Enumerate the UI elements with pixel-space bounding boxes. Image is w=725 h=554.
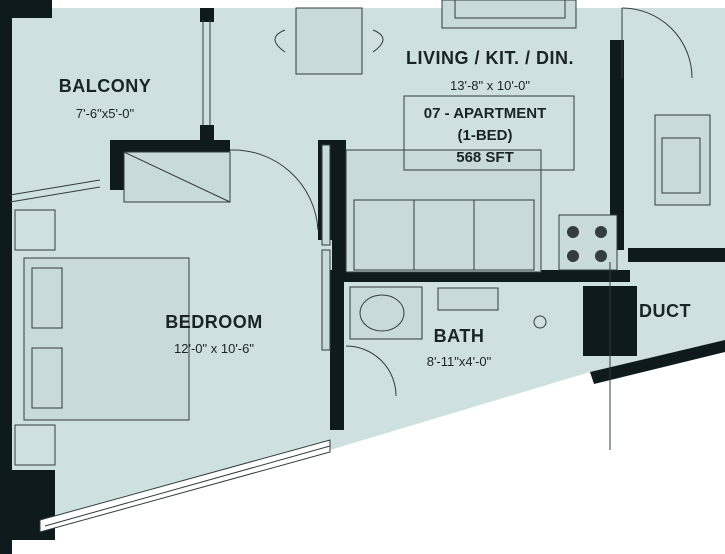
bottom-glazing	[39, 340, 725, 533]
kitchen-sink	[654, 114, 711, 206]
shower-head	[533, 315, 547, 329]
bath-dims: 8'-11"x4'-0"	[427, 354, 492, 369]
sofa	[345, 149, 542, 273]
bedroom-dims: 12'-0" x 10'-6"	[174, 341, 254, 356]
apartment-box	[403, 95, 575, 171]
bed	[23, 257, 190, 421]
duct-name: DUCT	[639, 301, 691, 321]
bath-vanity	[349, 286, 423, 340]
closet	[123, 151, 231, 203]
apartment-unit: 07 - APARTMENT	[424, 105, 547, 122]
tv-unit	[441, 0, 577, 29]
nightstands	[14, 209, 56, 466]
bath-name: BATH	[434, 326, 485, 346]
apartment-area: 568 SFT	[456, 149, 514, 166]
dining-table	[274, 7, 384, 75]
balcony-glazing	[9, 20, 211, 203]
bedroom-door	[229, 149, 319, 231]
living-room-dims: 13'-8" x 10'-0"	[450, 78, 530, 93]
balcony-name: BALCONY	[59, 76, 152, 96]
entry-door	[621, 7, 693, 79]
bedroom-name: BEDROOM	[165, 312, 263, 332]
stove	[558, 214, 618, 271]
toilet	[437, 287, 499, 311]
apartment-type: (1-BED)	[458, 127, 513, 144]
bath-door	[345, 345, 397, 397]
sliding-door	[321, 144, 331, 351]
living-room-name: LIVING / KIT. / DIN.	[406, 48, 574, 68]
balcony-dims: 7'-6"x5'-0"	[76, 106, 135, 121]
